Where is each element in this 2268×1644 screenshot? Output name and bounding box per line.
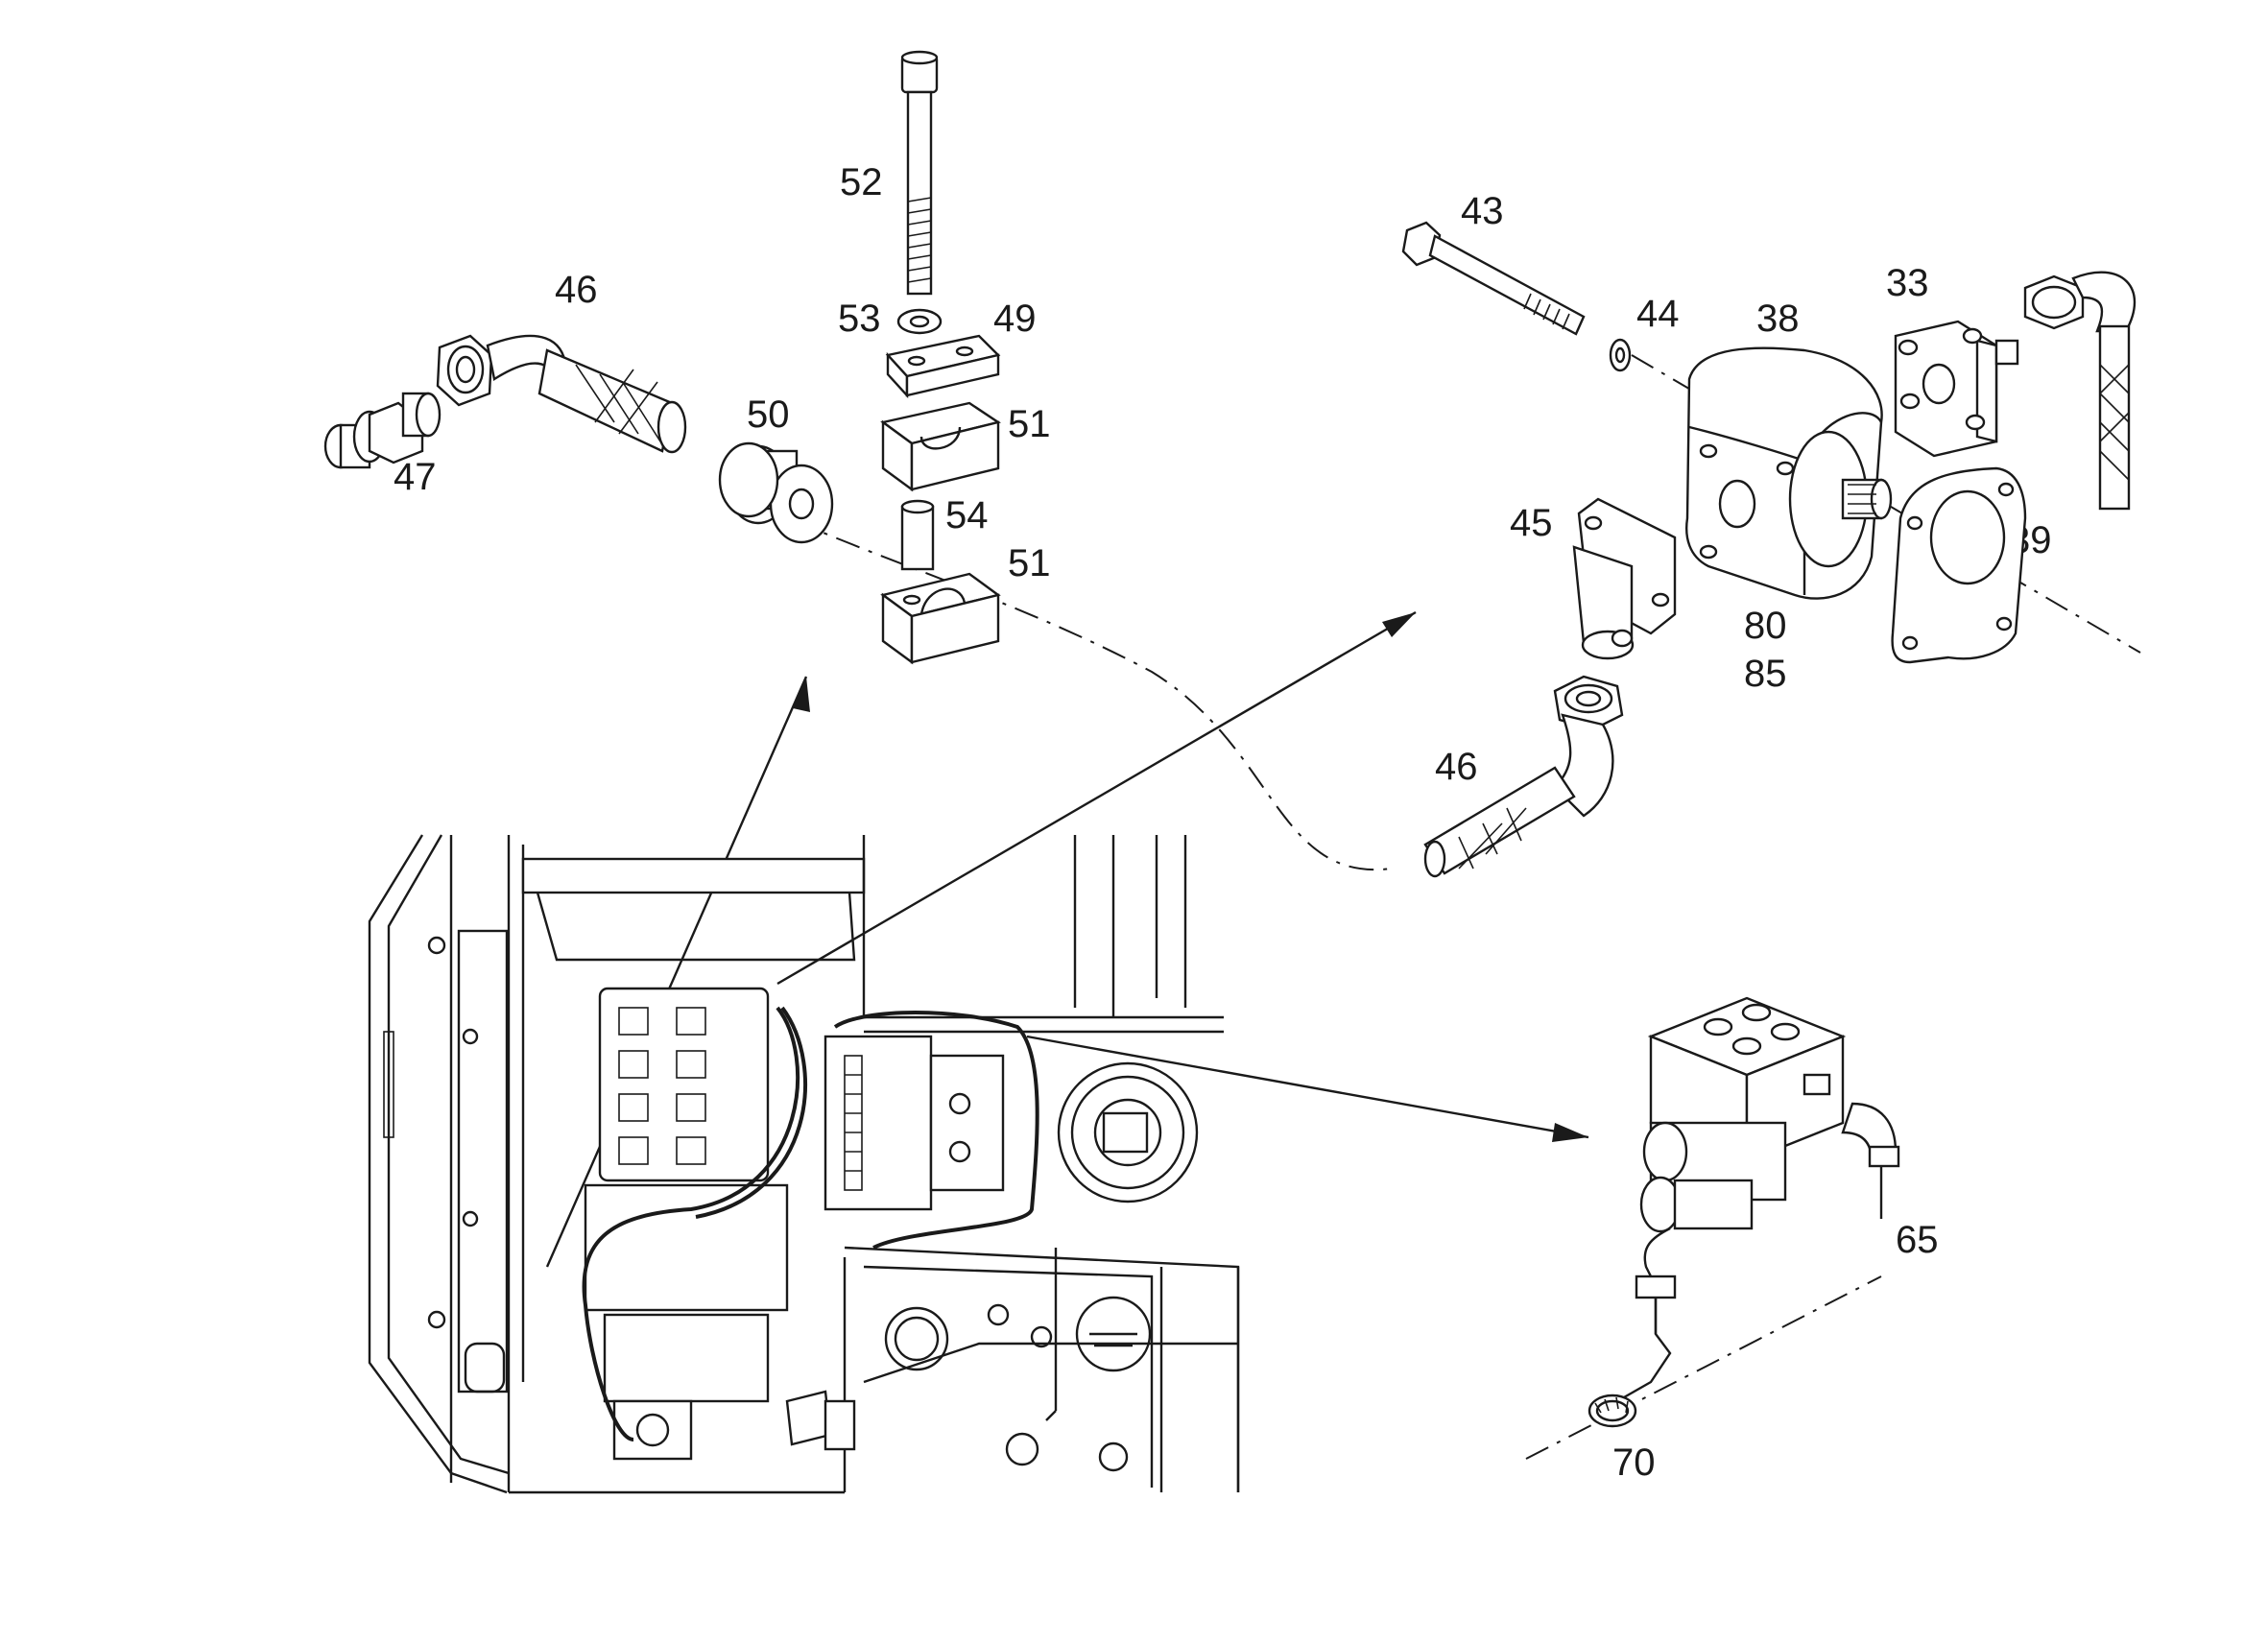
callout-44: 44 [1636,293,1680,335]
leader-arrows [545,610,1589,1268]
callout-46-right: 46 [1435,746,1478,788]
callout-labels: 52 53 49 51 54 51 50 46 47 43 44 38 33 3… [394,161,2052,1484]
callout-85: 85 [1744,653,1787,695]
callout-52: 52 [840,161,883,203]
callout-46-left: 46 [555,269,598,311]
bolt-52 [900,50,939,296]
clamp-plate-49 [885,334,1001,399]
grommet-50 [718,441,834,544]
callout-80: 80 [1744,605,1787,647]
callout-51-lower: 51 [1008,542,1051,584]
callout-70: 70 [1612,1441,1656,1484]
elbow-flange-45 [1572,497,1677,660]
clamp-half-51-lower [880,572,1001,665]
bolt-43 [1401,221,1586,336]
hose-fitting-upper-right [2023,271,2137,511]
callout-33: 33 [1886,262,1929,304]
hose-elbow-46-left [436,334,687,454]
gasket-39 [1891,466,2027,664]
washer-53 [896,308,943,335]
flange-plate-33 [1894,320,2019,458]
callout-54: 54 [945,494,989,536]
callout-47: 47 [394,456,437,498]
clamp-half-51-upper [880,401,1001,492]
callout-53: 53 [838,298,881,340]
callout-49: 49 [993,298,1037,340]
callout-43: 43 [1461,190,1504,232]
callout-51-upper: 51 [1008,403,1051,445]
callout-50: 50 [747,393,790,436]
gear-pump-38 [1685,346,1893,600]
washer-44 [1609,338,1632,372]
callout-38: 38 [1756,298,1800,340]
hose-elbow-46-right [1423,675,1624,878]
adapter-47 [323,392,442,469]
callout-65: 65 [1896,1219,1939,1261]
hose-clamp-70 [1588,1394,1637,1428]
callout-45: 45 [1510,502,1553,544]
spacer-sleeve-54 [900,499,935,571]
machine-frame [368,834,1240,1494]
valve-block-assembly [1616,996,1900,1403]
